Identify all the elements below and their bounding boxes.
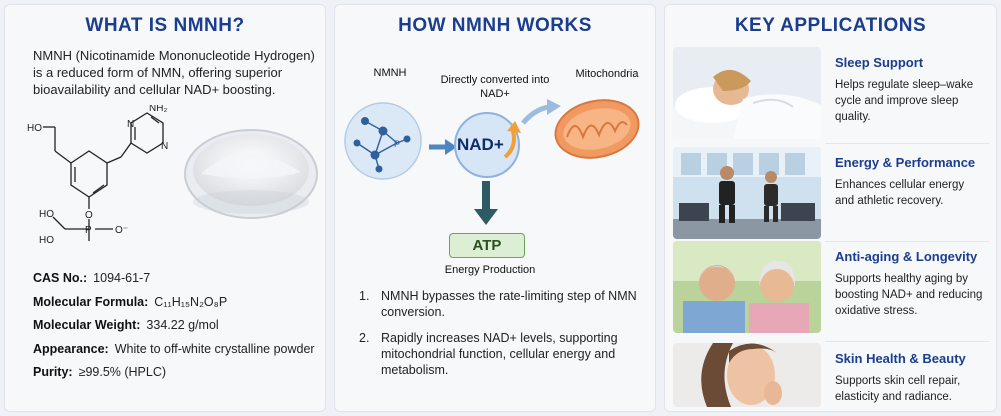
- structure-label-n1: N: [127, 119, 134, 130]
- app-description: Enhances cellular energy and athletic re…: [835, 179, 965, 207]
- prop-cas: CAS No.:1094-61-7: [33, 271, 151, 285]
- converted-label: Directly converted into NAD+: [440, 74, 550, 100]
- structure-label-nh2: NH₂: [149, 105, 167, 114]
- app-name: Energy & Performance: [835, 155, 976, 170]
- divider: [825, 143, 989, 144]
- app-name: Anti-aging & Longevity: [835, 249, 978, 264]
- what-is-nmnh-title: WHAT IS NMNH?: [85, 15, 245, 36]
- structure-label-ho-left: HO: [39, 209, 54, 220]
- prop-formula: Molecular Formula:C₁₁H₁₅N₂O₈P: [33, 294, 228, 309]
- how-nmnh-works-title: HOW NMNH WORKS: [398, 15, 592, 36]
- prop-weight: Molecular Weight:334.22 g/mol: [33, 318, 219, 332]
- app-skin-health: Skin Health & Beauty Supports skin cell …: [673, 343, 991, 407]
- gym-photo: [673, 147, 821, 239]
- structure-label-p: P: [85, 225, 92, 236]
- app-description: Helps regulate sleep–wake cycle and impr…: [835, 79, 974, 123]
- nad-circle-icon: [454, 112, 520, 178]
- app-name: Skin Health & Beauty: [835, 351, 966, 366]
- nmnh-label: NMNH: [373, 67, 407, 79]
- nmnh-intro-text: NMNH (Nicotinamide Mononucleotide Hydrog…: [33, 48, 315, 97]
- molecule-p-label: P: [394, 139, 400, 149]
- mechanism-step: 1.NMNH bypasses the rate-limiting step o…: [359, 289, 637, 319]
- arrow-to-mito-icon: [521, 104, 550, 125]
- mechanism-steps: 1.NMNH bypasses the rate-limiting step o…: [359, 288, 649, 388]
- app-description: Supports skin cell repair, elasticity an…: [835, 375, 961, 403]
- app-description: Supports healthy aging by boosting NAD+ …: [835, 273, 983, 317]
- app-energy-performance: Energy & Performance Enhances cellular e…: [673, 147, 991, 239]
- structure-label-ho-bottom: HO: [39, 235, 54, 245]
- app-name: Sleep Support: [835, 55, 924, 70]
- how-nmnh-works-panel: HOW NMNH WORKS NMNH Directly converted i…: [334, 4, 656, 412]
- powder-dish-image: [184, 129, 318, 219]
- mechanism-diagram: P: [344, 99, 640, 225]
- key-applications-panel: KEY APPLICATIONS Sleep Support Helps reg…: [664, 4, 997, 412]
- mitochondria-icon: [554, 99, 640, 159]
- structure-label-ho-top: HO: [27, 123, 42, 134]
- atp-box: ATP: [449, 233, 525, 258]
- prop-appearance: Appearance:White to off-white crystallin…: [33, 341, 315, 356]
- key-applications-title: KEY APPLICATIONS: [734, 15, 927, 36]
- divider: [825, 341, 989, 342]
- mechanism-step: 2.Rapidly increases NAD+ levels, support…: [359, 331, 618, 377]
- energy-production-label: Energy Production: [444, 264, 536, 276]
- nmnh-properties: CAS No.:1094-61-7 Molecular Formula:C₁₁H…: [33, 267, 315, 385]
- app-anti-aging: Anti-aging & Longevity Supports healthy …: [673, 241, 991, 333]
- sleep-photo: [673, 47, 821, 139]
- app-sleep-support: Sleep Support Helps regulate sleep–wake …: [673, 47, 991, 139]
- prop-purity: Purity:≥99.5% (HPLC): [33, 365, 167, 379]
- mitochondria-label: Mitochondria: [575, 68, 639, 80]
- elderly-couple-photo: [673, 241, 821, 333]
- nad-label: NAD+: [457, 135, 504, 154]
- divider: [825, 241, 989, 242]
- structure-label-n2: N: [161, 141, 168, 152]
- structure-label-o: O: [85, 210, 93, 221]
- arrow-to-atp-icon: [482, 181, 490, 211]
- nmnh-structure-diagram: HO O HO P O⁻ HO NH₂ N N: [27, 105, 168, 245]
- structure-label-o-minus: O⁻: [115, 225, 128, 236]
- skin-photo: [673, 343, 821, 407]
- what-is-nmnh-panel: WHAT IS NMNH? NMNH (Nicotinamide Mononuc…: [4, 4, 326, 412]
